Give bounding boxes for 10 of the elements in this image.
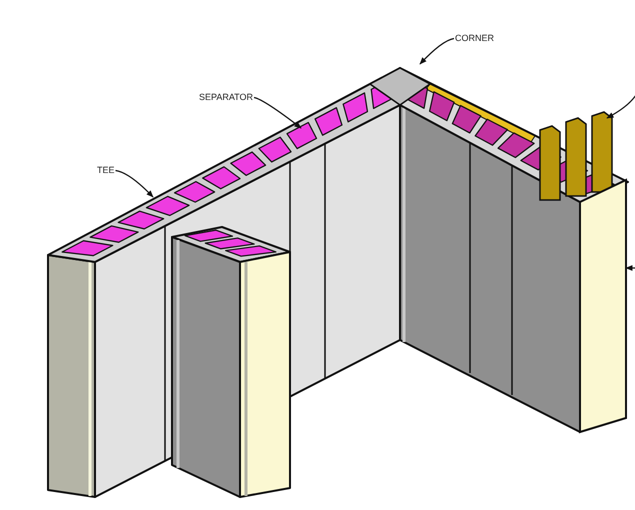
part-label: TEE	[97, 165, 115, 176]
leader-line	[254, 96, 302, 128]
leader-line	[420, 38, 454, 65]
plank-boards	[539, 111, 613, 201]
leader-line	[115, 170, 154, 198]
part-label: SEPARATOR	[199, 92, 254, 103]
leader-line	[625, 265, 635, 271]
end-panel	[579, 178, 627, 434]
part-label: CORNER	[455, 33, 494, 44]
leader-line	[606, 94, 635, 119]
